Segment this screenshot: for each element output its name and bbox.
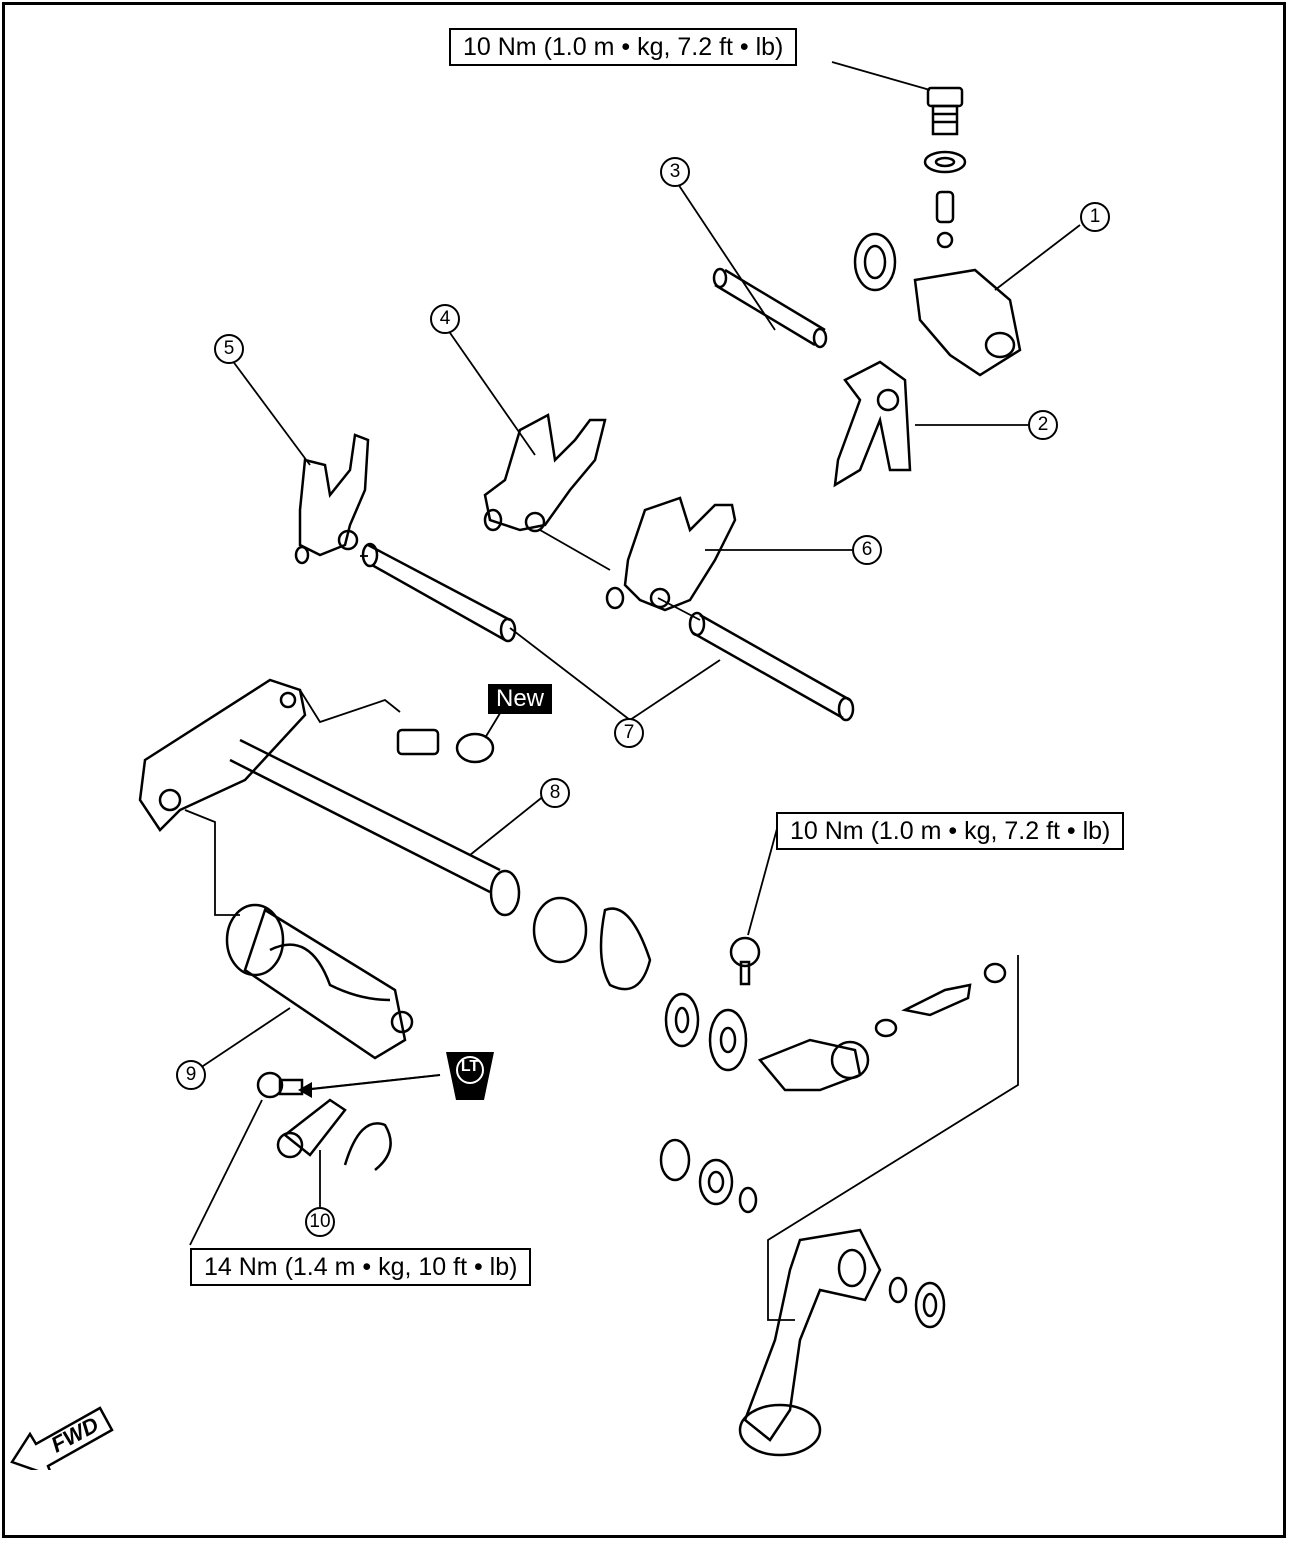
leader-lines — [184, 61, 1081, 1321]
part-number-6: 6 — [852, 535, 882, 565]
torque-label-top: 10 Nm (1.0 m • kg, 7.2 ft • lb) — [449, 28, 798, 66]
new-part-badge: New — [488, 684, 553, 714]
shift-fork-rods-7 — [361, 542, 855, 722]
shift-drum-9 — [225, 903, 414, 1060]
detent-bolt-stack — [923, 86, 967, 249]
shift-pedal — [659, 1138, 946, 1457]
part-number-1: 1 — [1080, 202, 1110, 232]
part-number-7: 7 — [614, 718, 644, 748]
locktite-arrowhead — [298, 1082, 312, 1098]
stopper-lever-10 — [256, 1071, 392, 1171]
torque-label-right: 10 Nm (1.0 m • kg, 7.2 ft • lb) — [776, 812, 1125, 850]
shift-fork-2 — [833, 360, 912, 488]
shift-shaft-8 — [138, 678, 521, 917]
shift-fork-4 — [483, 413, 607, 533]
part-number-5: 5 — [214, 334, 244, 364]
part-number-4: 4 — [430, 304, 460, 334]
shift-fork-rod-3 — [712, 267, 828, 349]
part-number-2: 2 — [1028, 410, 1058, 440]
part-number-8: 8 — [540, 778, 570, 808]
shift-cam-segment — [853, 232, 1022, 377]
part-number-10: 10 — [305, 1207, 335, 1237]
part-number-9: 9 — [176, 1060, 206, 1090]
locktite-arrow — [302, 1074, 441, 1091]
locktite-badge: LT — [442, 1048, 498, 1104]
return-spring-collar — [532, 896, 748, 1072]
torque-label-bottom: 14 Nm (1.4 m • kg, 10 ft • lb) — [190, 1248, 532, 1286]
shift-fork-5 — [294, 433, 370, 565]
part-number-3: 3 — [660, 157, 690, 187]
shift-fork-6 — [605, 496, 737, 612]
shift-rod-linkage — [729, 936, 1007, 1092]
forward-arrow: FWD — [8, 1400, 118, 1470]
locktite-badge-text: LT — [460, 1058, 480, 1075]
stopper-bolt-lockwasher — [396, 728, 495, 764]
